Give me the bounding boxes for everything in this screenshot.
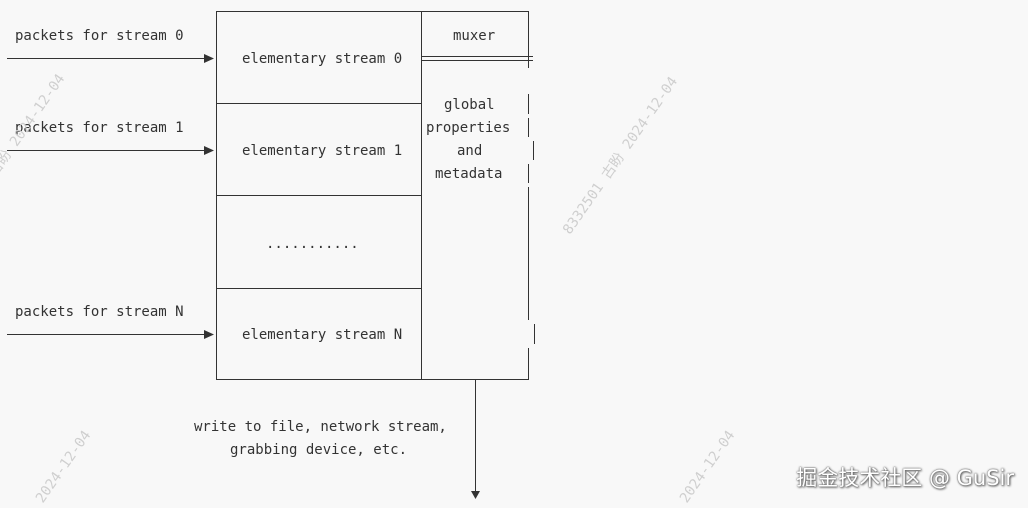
input-label-N: packets for stream N (15, 304, 184, 320)
stream-ellipsis: ........... (266, 236, 359, 252)
input-arrow-0-head (204, 54, 214, 63)
input-label-1: packets for stream 1 (15, 120, 184, 136)
stream-label-N: elementary stream N (242, 327, 403, 343)
output-line-2: grabbing device, etc. (230, 442, 408, 458)
input-arrow-1-head (204, 146, 214, 155)
input-label-0: packets for stream 0 (15, 28, 184, 44)
output-arrow-head (471, 491, 480, 499)
muxer-properties-line-4: metadata (435, 166, 503, 182)
stream-label-1: elementary stream 1 (242, 143, 403, 159)
muxer-properties-line-1: global (444, 97, 495, 113)
footer-watermark: 掘金技术社区 @ GuSir (796, 466, 1014, 490)
output-line-1: write to file, network stream, (194, 419, 447, 435)
stream-label-0: elementary stream 0 (242, 51, 403, 67)
muxer-properties-line-2: properties (426, 120, 511, 136)
muxer-properties-line-3: and (457, 143, 483, 159)
input-arrow-N-head (204, 330, 214, 339)
muxer-title: muxer (453, 28, 496, 44)
